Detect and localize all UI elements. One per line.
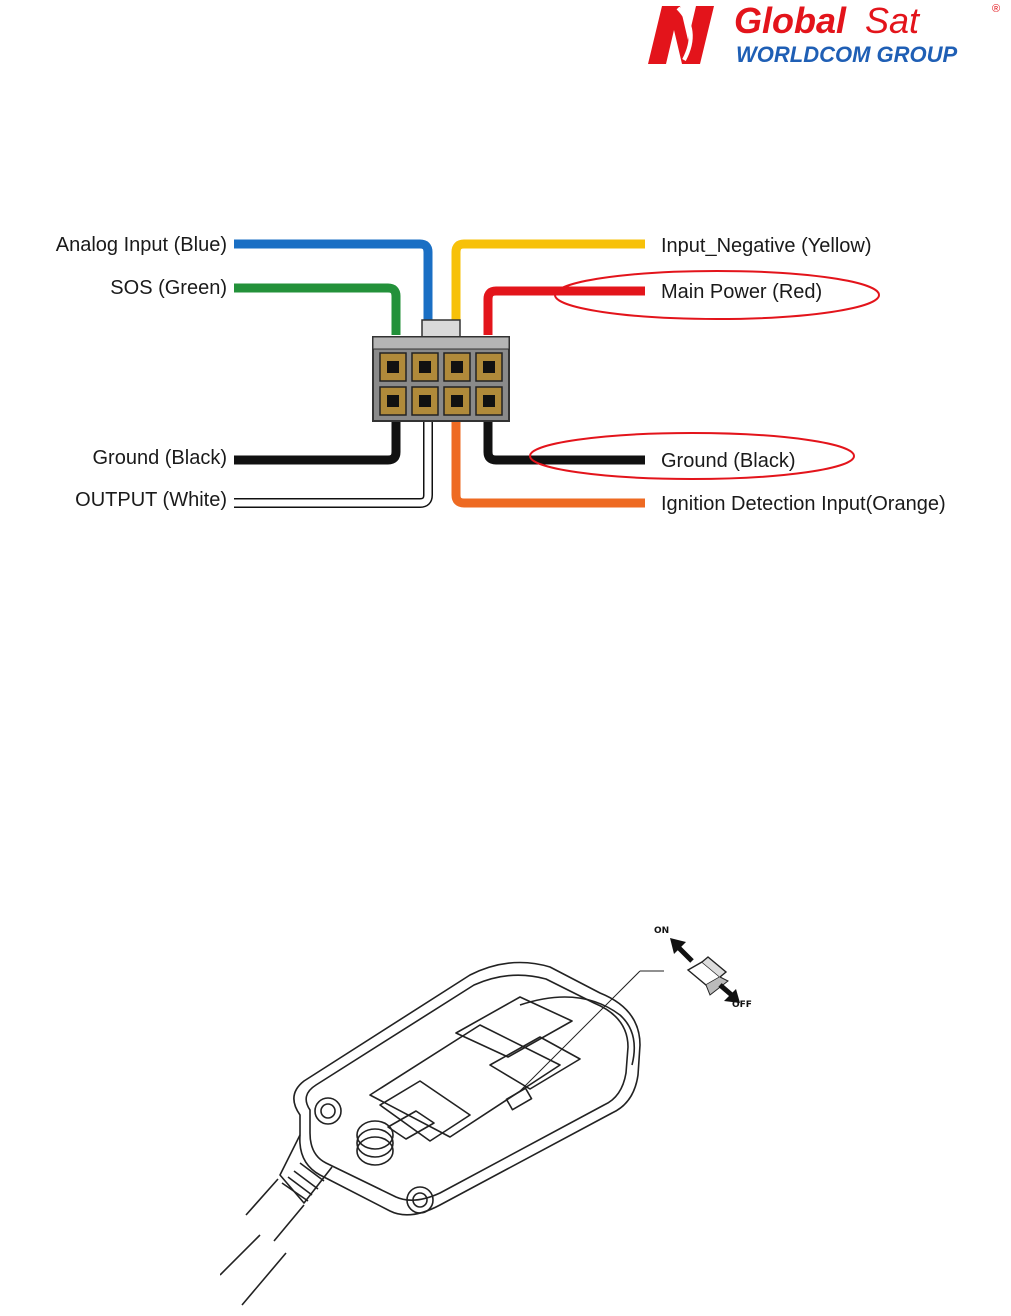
device-illustration: ON OFF bbox=[220, 905, 780, 1311]
inner-switch bbox=[506, 1088, 531, 1109]
wire-label-ignition: Ignition Detection Input(Orange) bbox=[661, 493, 946, 515]
wire-label-main-power: Main Power (Red) bbox=[661, 281, 822, 303]
logo-registered-mark: ® bbox=[992, 3, 1000, 15]
globalsat-logo-graphic: Global Sat ® WORLDCOM GROUP bbox=[640, 0, 1010, 70]
wire-black-left bbox=[234, 420, 396, 460]
wire-label-ground-right: Ground (Black) bbox=[661, 450, 796, 472]
device-graphic: ON OFF bbox=[220, 905, 780, 1311]
switch-off-label: OFF bbox=[732, 1000, 752, 1010]
wire-red bbox=[488, 291, 645, 335]
logo-brand-global: Global bbox=[734, 0, 847, 41]
wire-label-sos: SOS (Green) bbox=[110, 277, 227, 299]
wiring-diagram: Analog Input (Blue) SOS (Green) Ground (… bbox=[0, 215, 1011, 535]
wire-label-output: OUTPUT (White) bbox=[75, 489, 227, 511]
wire-green bbox=[234, 288, 396, 335]
cable-boot bbox=[280, 1135, 332, 1203]
logo-brand-sat: Sat bbox=[865, 0, 921, 41]
wire-label-analog-input: Analog Input (Blue) bbox=[56, 234, 227, 256]
globalsat-logo: Global Sat ® WORLDCOM GROUP bbox=[640, 0, 1010, 70]
wire-label-ground-left: Ground (Black) bbox=[93, 447, 228, 469]
switch-callout: ON OFF bbox=[654, 926, 752, 1010]
logo-tagline: WORLDCOM GROUP bbox=[736, 42, 958, 67]
connector-8pin bbox=[373, 320, 509, 421]
wire-black-right bbox=[488, 420, 645, 460]
screw-left bbox=[315, 1098, 341, 1124]
wire-label-input-negative: Input_Negative (Yellow) bbox=[661, 235, 872, 257]
logo-emblem bbox=[648, 6, 714, 64]
wiring-graphic bbox=[0, 215, 1011, 535]
switch-on-label: ON bbox=[654, 926, 669, 936]
